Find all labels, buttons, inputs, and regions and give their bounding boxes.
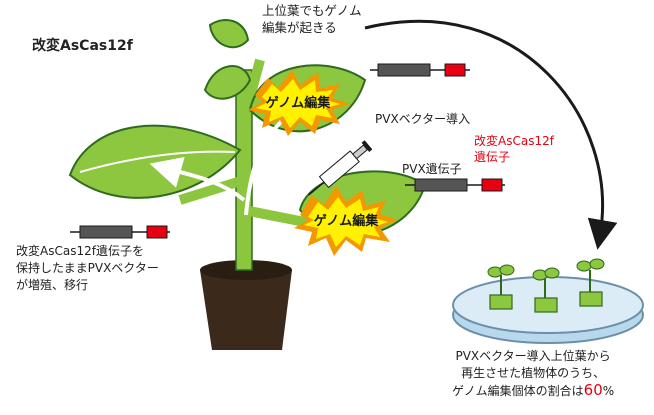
top-note-line2: 編集が起きる xyxy=(262,20,337,35)
left-note-line1: 改変AsCas12f遺伝子を xyxy=(16,244,144,258)
title-label: 改変AsCas12f xyxy=(32,38,133,54)
vector-label: PVXベクター導入 xyxy=(375,112,471,126)
result-percent-sign: % xyxy=(602,384,615,398)
burst-upper-label: ゲノム編集 xyxy=(266,95,332,111)
result-percent-value: 60 xyxy=(583,381,603,399)
burst-upper: ゲノム編集 xyxy=(248,70,350,136)
burst-lower-label: ゲノム編集 xyxy=(314,213,380,229)
petri-dish xyxy=(452,258,644,344)
result-note: PVXベクター導入上位葉から 再生させた植物体のうち、 ゲノム編集個体の割合は6… xyxy=(452,348,614,400)
construct-top xyxy=(370,63,470,77)
left-note: 改変AsCas12f遺伝子を 保持したままPVXベクター が増殖、移行 xyxy=(16,243,159,294)
result-note-line3: ゲノム編集個体の割合は60% xyxy=(452,382,614,400)
result-note-line3-prefix: ゲノム編集個体の割合は xyxy=(452,384,584,398)
leaf-small-top xyxy=(203,19,252,100)
construct-middle xyxy=(405,178,505,192)
syringe-icon xyxy=(308,140,373,196)
pot xyxy=(200,260,292,350)
result-note-line1: PVXベクター導入上位葉から xyxy=(455,349,611,363)
pvx-gene-label: PVX遺伝子 xyxy=(402,162,462,176)
left-note-line2: 保持したままPVXベクター xyxy=(16,261,159,275)
result-note-line2: 再生させた植物体のうち、 xyxy=(461,366,606,380)
top-note: 上位葉でもゲノム 編集が起きる xyxy=(262,2,362,36)
left-note-line3: が増殖、移行 xyxy=(16,278,89,292)
transfer-arrow xyxy=(364,19,618,250)
burst-lower: ゲノム編集 xyxy=(294,186,398,256)
top-note-line1: 上位葉でもゲノム xyxy=(262,3,362,18)
construct-left xyxy=(70,225,170,239)
cas-gene-line1: 改変AsCas12f xyxy=(474,134,554,148)
movement-arrow-left xyxy=(149,156,246,202)
cas-gene-line2: 遺伝子 xyxy=(474,150,511,164)
cas-gene-label: 改変AsCas12f 遺伝子 xyxy=(474,133,554,165)
